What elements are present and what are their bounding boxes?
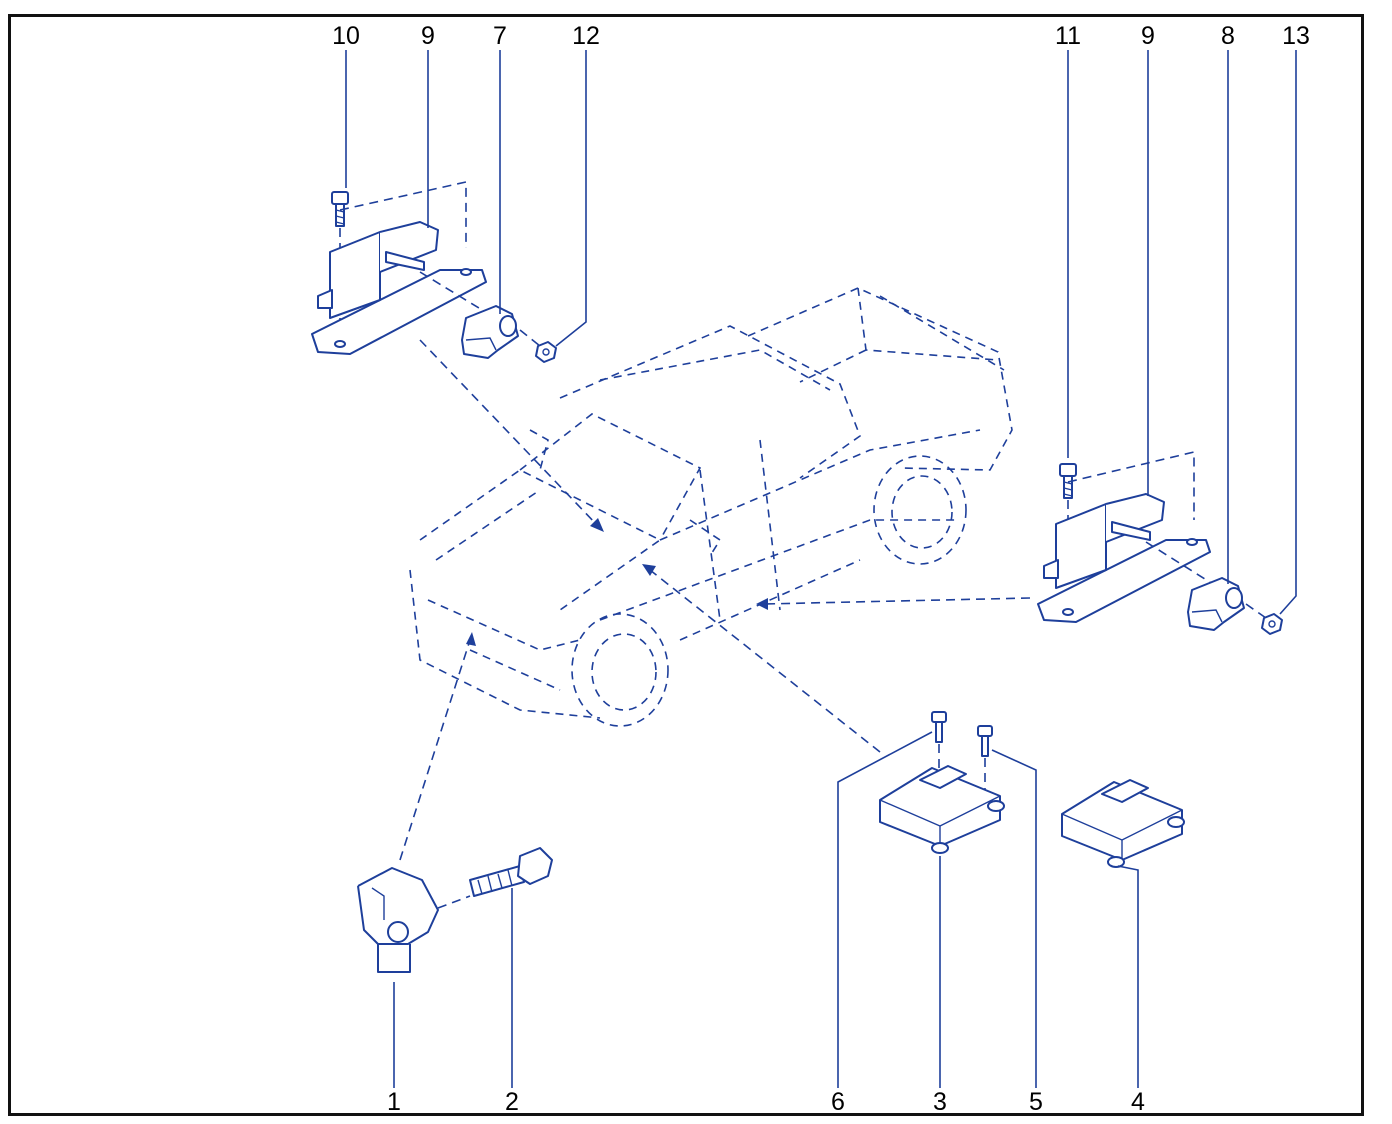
callout-9-left: 9	[421, 22, 435, 50]
assembly-arrows	[399, 339, 1031, 861]
callout-10: 10	[332, 22, 360, 50]
callout-11: 11	[1055, 22, 1081, 50]
airbag-control-unit-4-icon	[1061, 779, 1185, 868]
callout-12: 12	[572, 22, 600, 50]
callout-1: 1	[387, 1088, 401, 1116]
callout-4: 4	[1131, 1088, 1145, 1116]
callout-7: 7	[493, 22, 507, 50]
bolt-11-icon	[1059, 463, 1077, 499]
bolt-10-icon	[331, 191, 349, 227]
crash-sensor-8-icon	[1187, 577, 1245, 631]
front-impact-sensor-1-icon	[357, 867, 439, 973]
callout-6: 6	[831, 1088, 845, 1116]
screw-5-icon	[977, 725, 993, 757]
nut-12-icon	[535, 341, 557, 363]
nut-13-icon	[1261, 613, 1283, 635]
callout-5: 5	[1029, 1088, 1043, 1116]
callout-2: 2	[505, 1088, 519, 1116]
callout-13: 13	[1282, 22, 1310, 50]
bracket-9-right-icon	[1037, 493, 1211, 623]
right-bracket-assembly	[1037, 450, 1283, 635]
leader-lines	[345, 50, 1297, 1088]
screw-6-icon	[931, 711, 947, 743]
callout-8: 8	[1221, 22, 1235, 50]
diagram-frame	[8, 14, 1364, 1116]
callout-labels: 10 9 7 12 11 9 8 13 1 2 6 3 5 4	[332, 22, 1310, 1116]
airbag-control-unit-3-icon	[879, 765, 1005, 854]
left-bracket-assembly	[311, 181, 557, 363]
callout-3: 3	[933, 1088, 947, 1116]
callout-9-right: 9	[1141, 22, 1155, 50]
bracket-9-icon	[311, 221, 487, 355]
bolt-2-icon	[469, 847, 553, 897]
airbag-ecu-assembly	[879, 711, 1185, 868]
front-sensor-assembly	[357, 847, 553, 973]
crash-sensor-7-icon	[461, 305, 519, 359]
pickup-truck-outline	[409, 287, 1013, 727]
